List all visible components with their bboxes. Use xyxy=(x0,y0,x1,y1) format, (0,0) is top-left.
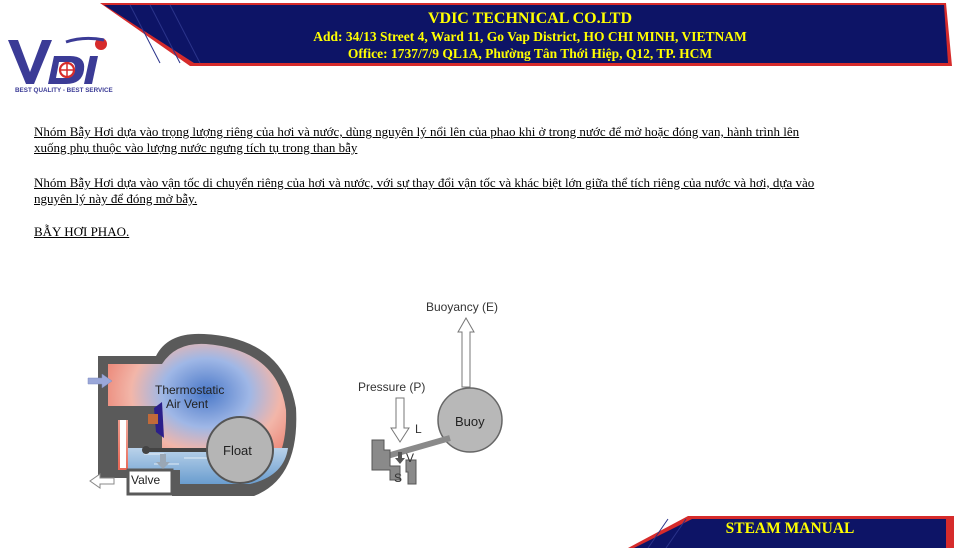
footer-bar xyxy=(628,516,954,548)
label-buoyancy: Buoyancy (E) xyxy=(426,300,498,314)
label-thermostatic: Thermostatic xyxy=(155,383,224,397)
paragraph-float-principle: Nhóm Bẫy Hơi dựa vào trọng lượng riêng c… xyxy=(34,124,800,155)
company-office: Office: 1737/7/9 QL1A, Phường Tân Thới H… xyxy=(347,46,713,61)
label-l: L xyxy=(415,422,422,436)
label-buoy: Buoy xyxy=(455,414,485,429)
vdi-logo xyxy=(8,36,107,84)
section-title: BẪY HƠI PHAO. xyxy=(34,224,130,239)
buoyancy-diagram: Buoyancy (E) Pressure (P) Buoy L V S xyxy=(358,300,503,485)
label-air-vent: Air Vent xyxy=(166,397,209,411)
float-trap-diagram: Thermostatic Air Vent Float Valve xyxy=(87,333,297,496)
footer-label: STEAM MANUAL xyxy=(725,520,855,537)
logo-slogan: BEST QUALITY - BEST SERVICE xyxy=(15,87,113,94)
company-name: VDIC TECHNICAL CO.LTD xyxy=(427,10,633,27)
company-address: Add: 34/13 Street 4, Ward 11, Go Vap Dis… xyxy=(313,29,747,44)
label-valve: Valve xyxy=(131,473,160,487)
label-float: Float xyxy=(223,443,252,458)
label-pressure: Pressure (P) xyxy=(358,380,425,394)
header-banner xyxy=(100,3,952,66)
label-v: V xyxy=(406,451,414,465)
label-s: S xyxy=(394,471,402,485)
paragraph-velocity-principle: Nhóm Bẫy Hơi dựa vào vận tốc di chuyển r… xyxy=(34,175,815,206)
